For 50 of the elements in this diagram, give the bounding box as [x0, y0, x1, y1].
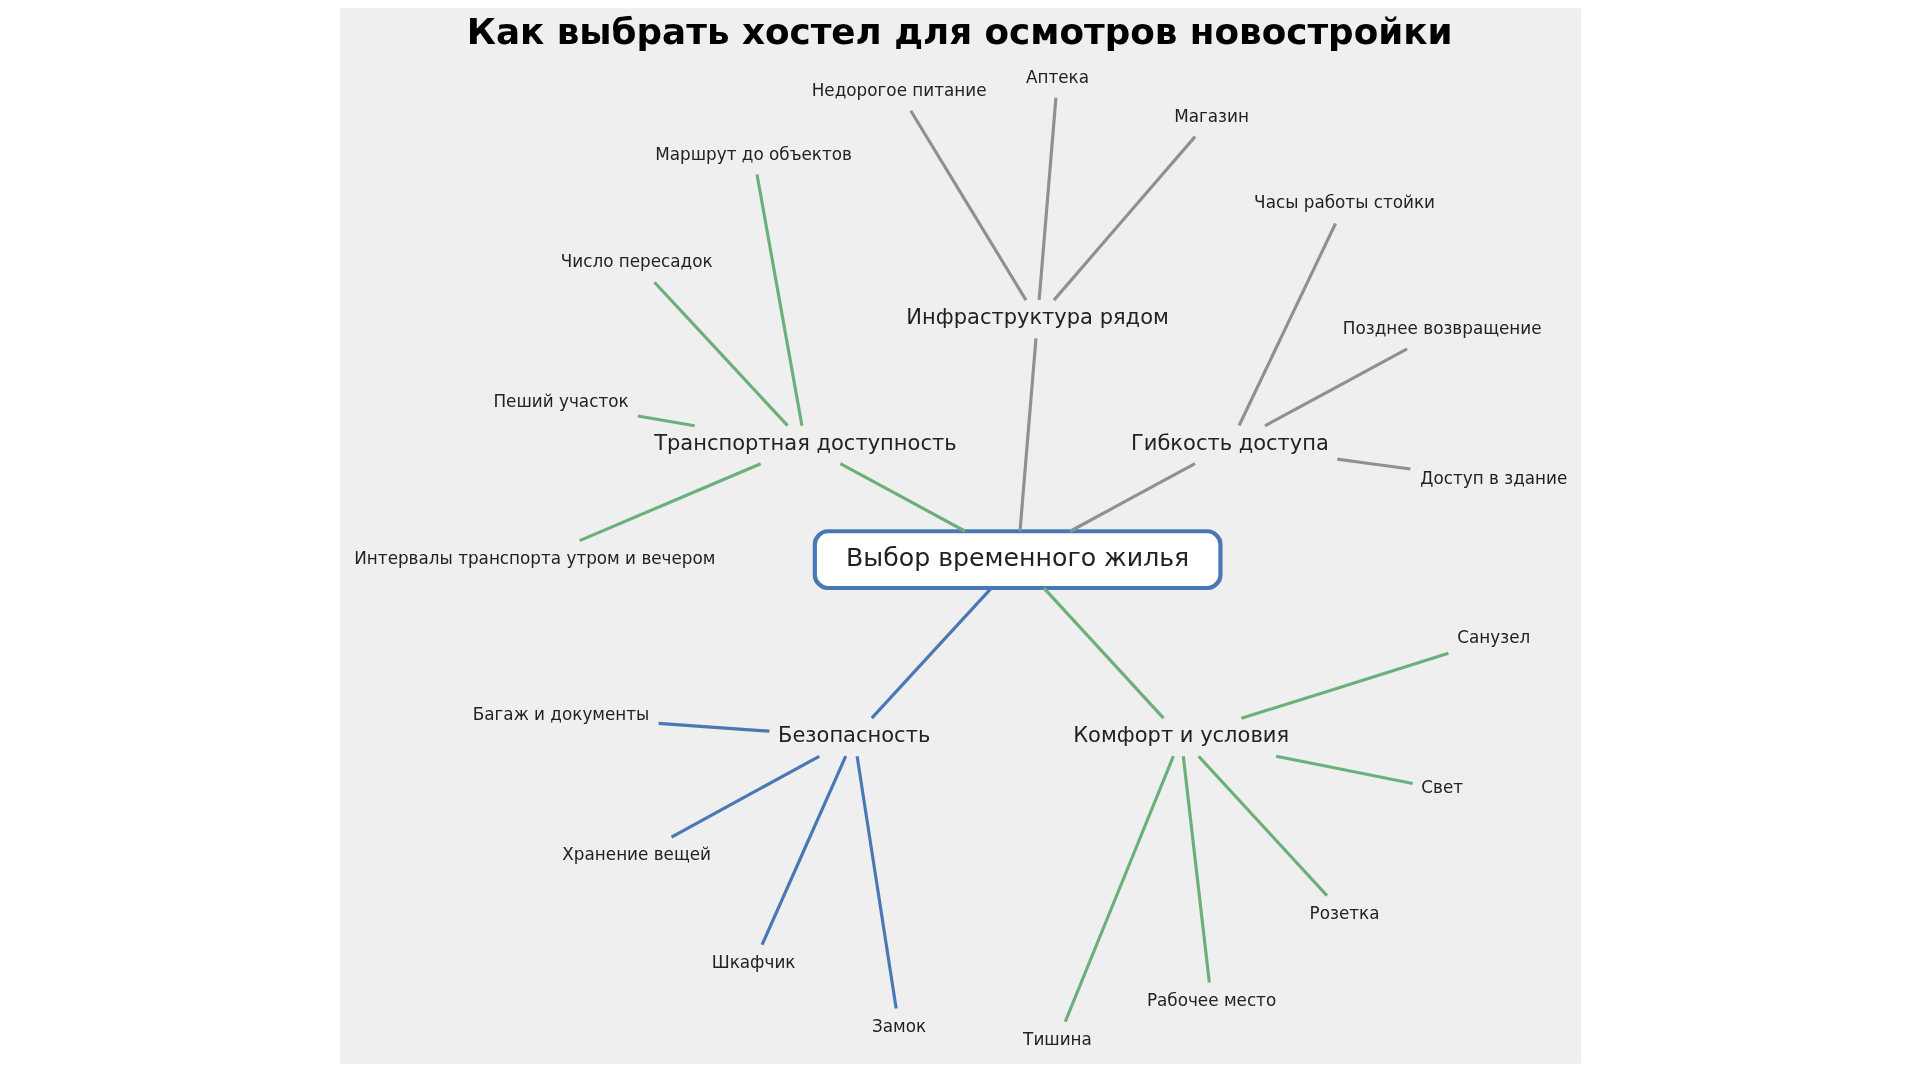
node-text: Часы работы стойки [1253, 192, 1435, 213]
connector [1068, 462, 1196, 533]
node-text: Замок [871, 1015, 926, 1036]
node-text: Маршрут до объектов [654, 143, 852, 164]
connector [1336, 457, 1411, 471]
node-text: Хранение вещей [561, 844, 711, 865]
connector [855, 756, 898, 1009]
connector [670, 754, 820, 839]
node-text: Позднее возвращение [1342, 317, 1542, 338]
connector [1037, 97, 1057, 300]
node-text: Комфорт и условия [1072, 722, 1289, 748]
node-text: Санузел [1456, 627, 1530, 648]
node-text: Транспортная доступность [653, 430, 957, 456]
diagram-title: Как выбрать хостел для осмотров новостройки [466, 11, 1452, 53]
connector [657, 721, 769, 733]
node-text: Свет [1420, 777, 1463, 798]
connector [1240, 651, 1449, 720]
node-text: Тишина [1022, 1028, 1092, 1049]
connector [652, 281, 789, 427]
node-text: Недорогое питание [811, 79, 987, 100]
node-text: Розетка [1309, 902, 1380, 923]
connector [754, 174, 804, 427]
node-text: Багаж и документы [472, 704, 649, 725]
connector [1052, 135, 1196, 302]
connector [839, 462, 966, 533]
node-text: Инфраструктура рядом [905, 304, 1169, 330]
connector [1181, 756, 1211, 983]
connector [637, 414, 695, 428]
node-text: Магазин [1173, 105, 1249, 126]
connector [760, 755, 847, 946]
node-text: Аптека [1025, 66, 1089, 87]
node-text: Интервалы транспорта утром и вечером [353, 547, 715, 568]
node-text: Доступ в здание [1419, 468, 1567, 489]
connector [1275, 754, 1413, 786]
node-text: Пеший участок [493, 390, 629, 411]
node-text: Число пересадок [560, 251, 713, 272]
connector [1237, 222, 1337, 427]
connector [578, 462, 761, 543]
connector [1196, 755, 1328, 897]
connector [1017, 338, 1038, 532]
connector [1263, 347, 1408, 428]
node-text: Безопасность [777, 722, 930, 748]
node-text: Гибкость доступа [1130, 430, 1329, 456]
connector [870, 587, 993, 720]
connector [908, 109, 1027, 301]
node-text: Рабочее место [1146, 989, 1276, 1010]
node-box: Выбор временного жилья [812, 529, 1222, 591]
connector [1042, 587, 1165, 720]
connector [1063, 755, 1175, 1023]
node-text: Шкафчик [711, 951, 795, 972]
